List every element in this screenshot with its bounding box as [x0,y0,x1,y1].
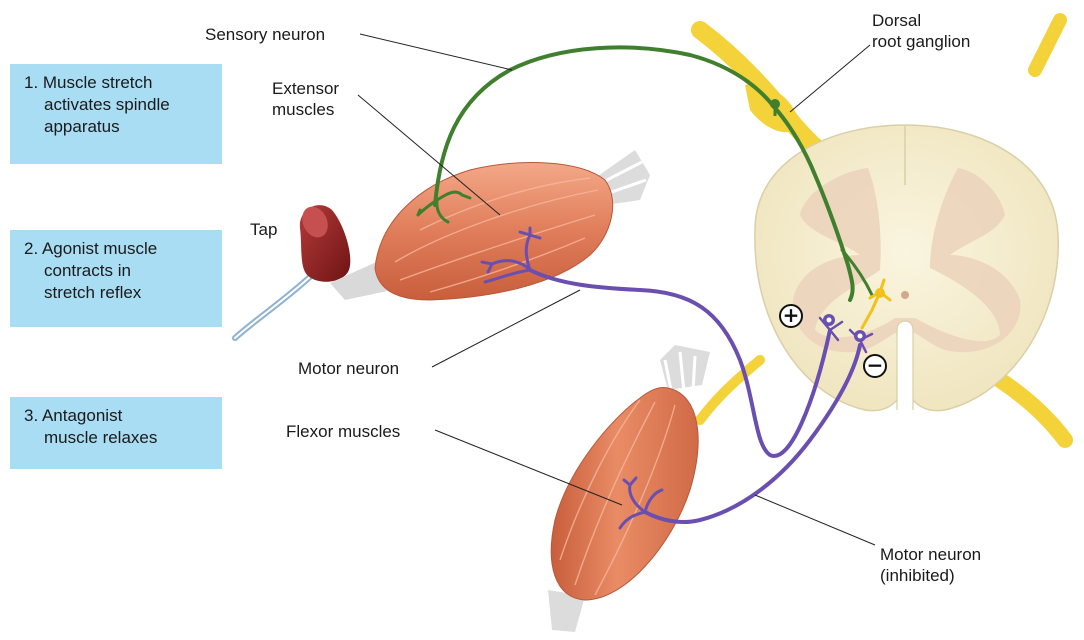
extensor-muscle [330,148,650,300]
leader-motor-inhibited [755,495,875,545]
label-motor-inhibited-line-2: (inhibited) [880,565,981,586]
step-2-line-3: stretch reflex [24,282,212,304]
leader-dorsal-root-ganglion [790,45,870,112]
label-tap: Tap [250,219,277,240]
step-3-box: 3. Antagonist muscle relaxes [10,397,222,469]
label-sensory-neuron: Sensory neuron [205,24,325,45]
root-lower-left [700,360,760,420]
step-1-line-1: 1. Muscle stretch [24,72,212,94]
inhibitory-minus-sign: − [863,354,887,378]
flexor-belly [551,387,698,600]
label-extensor-muscles: Extensor muscles [272,78,339,120]
label-extensor-line-2: muscles [272,99,339,120]
step-3-line-2: muscle relaxes [24,427,212,449]
step-1-box: 1. Muscle stretch activates spindle appa… [10,64,222,164]
step-1-line-3: apparatus [24,116,212,138]
sensory-cell-body [770,99,780,109]
step-2-box: 2. Agonist muscle contracts in stretch r… [10,230,222,327]
root-lower-right [1000,380,1065,440]
step-2-line-2: contracts in [24,260,212,282]
label-motor-neuron-inhibited: Motor neuron (inhibited) [880,544,981,586]
label-dorsal-root-ganglion: Dorsal root ganglion [872,10,970,52]
leader-sensory-neuron [360,34,512,70]
label-extensor-line-1: Extensor [272,78,339,99]
root-upper-right [1035,20,1060,70]
label-dorsal-root-line-1: Dorsal [872,10,970,31]
central-canal [901,291,909,299]
label-flexor-muscles: Flexor muscles [286,421,400,442]
label-motor-inhibited-line-1: Motor neuron [880,544,981,565]
ventral-median-fissure [897,321,913,410]
leader-motor-neuron [432,290,580,367]
label-dorsal-root-line-2: root ganglion [872,31,970,52]
excitatory-plus-sign: + [779,304,803,328]
step-2-line-1: 2. Agonist muscle [24,238,212,260]
spinal-cord [700,20,1065,440]
step-1-line-2: activates spindle [24,94,212,116]
label-motor-neuron: Motor neuron [298,358,399,379]
step-3-line-1: 3. Antagonist [24,405,212,427]
